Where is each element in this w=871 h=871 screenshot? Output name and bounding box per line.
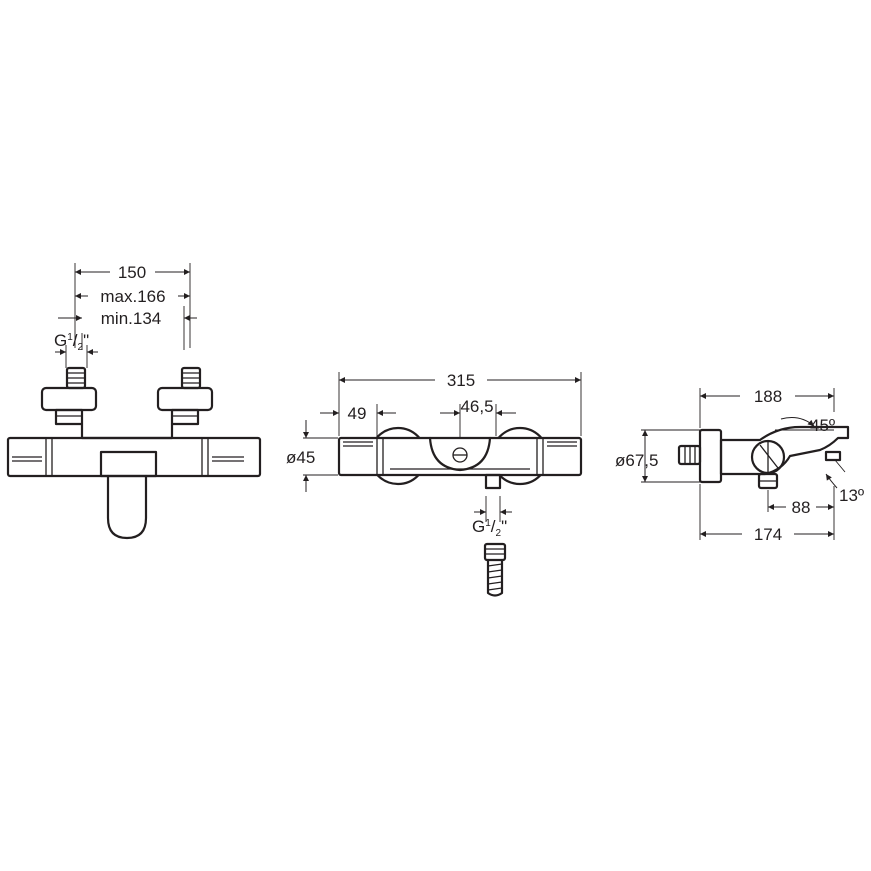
dim-d45-label: ø45 xyxy=(286,448,315,467)
dim-465-label: 46,5 xyxy=(460,397,493,416)
top-view: 315 49 46,5 ø45 G1/2" xyxy=(286,371,583,597)
dim-45deg-label: 45º xyxy=(810,416,835,435)
side-view: 188 45º ø67,5 88 13º 174 xyxy=(615,387,864,544)
top-body xyxy=(337,426,583,597)
dim-max166-label: max.166 xyxy=(100,287,165,306)
dim-13deg-arc xyxy=(825,473,838,489)
dim-315-label: 315 xyxy=(447,371,475,390)
dim-188-label: 188 xyxy=(754,387,782,406)
front-view: 150 max.166 min.134 G1/2" xyxy=(6,263,262,540)
dim-88-label: 88 xyxy=(792,498,811,517)
dim-min134-label: min.134 xyxy=(101,309,161,328)
dim-49-label: 49 xyxy=(348,404,367,423)
front-body xyxy=(6,366,262,540)
side-body xyxy=(677,425,850,490)
dim-174-label: 174 xyxy=(754,525,782,544)
thread-label-front: G1/2" xyxy=(54,331,89,353)
dim-d675-label: ø67,5 xyxy=(615,451,658,470)
dim-45deg-arc xyxy=(780,417,815,427)
thread-label-top: G1/2" xyxy=(472,517,507,539)
dim-150-label: 150 xyxy=(118,263,146,282)
dim-13deg-label: 13º xyxy=(839,486,864,505)
